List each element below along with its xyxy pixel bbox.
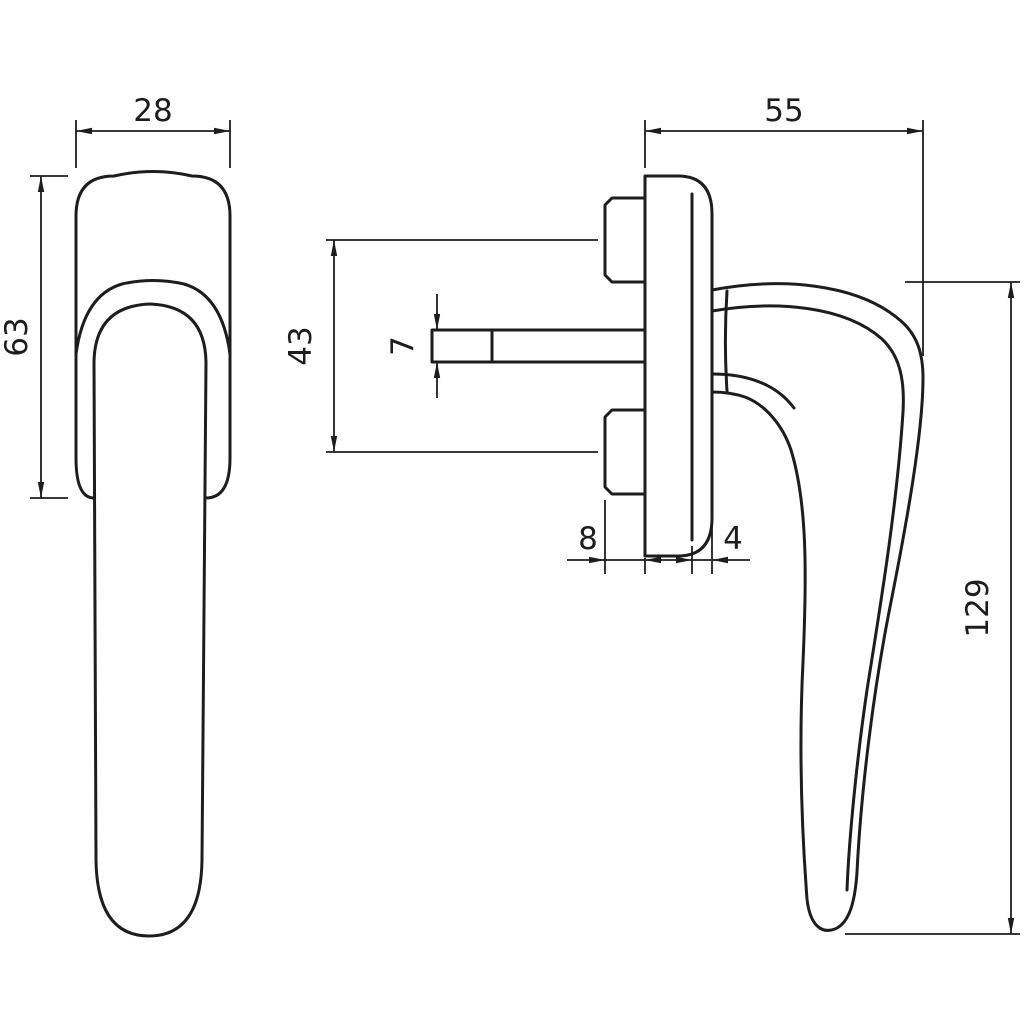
dimension-rosette-height: 63: [0, 175, 68, 499]
dimension-label-plate-edge: 4: [723, 521, 743, 557]
handle-fillet-contour: [710, 372, 796, 410]
dimension-label-screw-spacing: 43: [283, 326, 319, 365]
front-view: 28 63: [0, 93, 232, 938]
dimension-depth: 55: [644, 93, 924, 356]
handle-outline-side: [710, 282, 925, 932]
side-view: 55 43 7 8 4: [283, 93, 1020, 935]
dimension-label-spindle: 7: [385, 336, 421, 356]
dimension-label-handle-length: 129: [960, 578, 996, 637]
handle-inner-contour: [710, 304, 905, 892]
dimension-label-boss-depth: 8: [578, 521, 598, 557]
dimension-boss-and-edge: 8 4: [567, 500, 750, 574]
rosette-outline-front: [74, 170, 232, 500]
dimension-screw-spacing: 43: [283, 239, 598, 453]
dimension-label-rosette-height: 63: [0, 317, 35, 356]
grip-shoulder-contour: [74, 279, 232, 356]
dimension-arrowhead-icon: [676, 556, 692, 564]
screw-boss-bottom: [603, 408, 647, 496]
base-plate-outline: [643, 174, 714, 558]
dimension-arrowhead-icon: [712, 556, 728, 564]
dimension-spindle: 7: [385, 294, 441, 398]
dimension-label-depth: 55: [764, 93, 803, 129]
handle-neck-collar-line: [724, 289, 729, 393]
screw-boss-top: [603, 196, 647, 284]
dimension-arrowhead-icon: [589, 556, 605, 564]
dimension-front-width: 28: [75, 93, 231, 168]
grip-outline-front: [92, 302, 208, 938]
spindle-outline: [430, 328, 647, 364]
dimension-arrowhead-icon: [645, 556, 661, 564]
dimension-label-front-width: 28: [133, 93, 172, 129]
dimension-handle-length: 129: [845, 281, 1020, 935]
